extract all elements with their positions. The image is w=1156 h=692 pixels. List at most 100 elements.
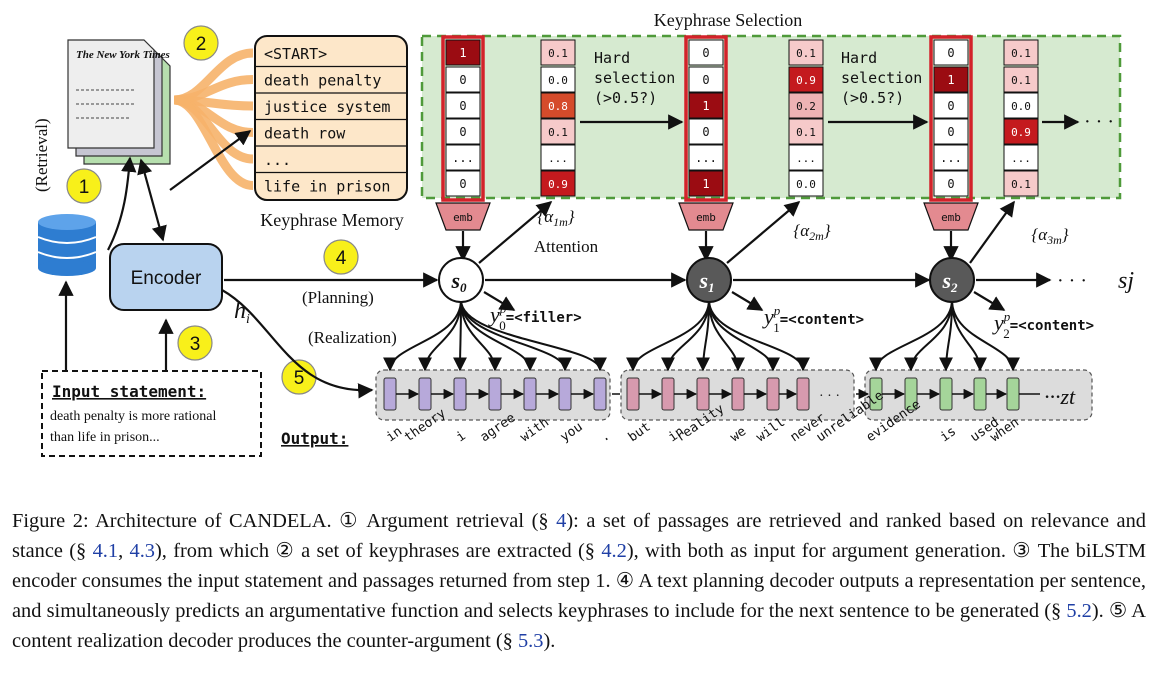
attention-value: ... xyxy=(548,152,568,165)
attention-value: 0.2 xyxy=(796,100,816,113)
selection-ellipsis: · · · xyxy=(1084,111,1114,133)
ref-section-4-1[interactable]: 4.1 xyxy=(92,540,119,562)
lstm-cell xyxy=(796,377,810,411)
selection-cell xyxy=(933,144,969,171)
selection-cell xyxy=(445,118,481,145)
selection-cell xyxy=(688,39,724,66)
step-badge-label: 3 xyxy=(190,334,201,355)
selection-value: 1 xyxy=(702,177,709,191)
selection-value: 0 xyxy=(947,177,954,191)
retrieval-label: (Retrieval) xyxy=(32,118,51,192)
attention-cell xyxy=(1003,92,1039,119)
keyphrase-memory-item: life in prison xyxy=(264,178,390,196)
lstm-cell xyxy=(593,377,607,411)
encoder-label: Encoder xyxy=(131,268,202,289)
step-badge-3 xyxy=(177,325,213,361)
output-word: i xyxy=(454,428,469,445)
lstm-cell xyxy=(939,377,953,411)
attention-cell xyxy=(540,170,576,197)
selection-value: 0 xyxy=(459,177,466,191)
keyphrase-memory-label: Keyphrase Memory xyxy=(260,210,403,230)
keyphrase-memory-item: justice system xyxy=(264,98,390,116)
selection-value: 0 xyxy=(459,73,466,87)
selection-cell xyxy=(933,39,969,66)
hard-selection-label: selection xyxy=(594,69,675,87)
selection-value: 0 xyxy=(702,46,709,60)
ref-section-4-3[interactable]: 4.3 xyxy=(129,540,156,562)
attention-value: 0.0 xyxy=(548,74,568,87)
emb-label: emb xyxy=(941,211,961,224)
attention-cell xyxy=(1003,39,1039,66)
hard-selection-label: (>0.5?) xyxy=(594,89,657,107)
selection-cell xyxy=(445,39,481,66)
decoder-ellipsis: · · · xyxy=(1057,270,1087,292)
selection-value: 0 xyxy=(702,125,709,139)
lstm-cell xyxy=(1006,377,1020,411)
lstm-cell xyxy=(558,377,572,411)
retrieved-passages-icon: The New York Times xyxy=(67,39,171,165)
ref-section-4[interactable]: 4 xyxy=(556,510,567,532)
emb-label: emb xyxy=(696,211,716,224)
ref-section-5-3[interactable]: 5.3 xyxy=(517,630,544,652)
lstm-cell xyxy=(383,377,397,411)
selection-cell xyxy=(445,170,481,197)
keyphrase-memory-item: ... xyxy=(264,151,291,169)
attention-value: 0.0 xyxy=(796,178,816,191)
selection-value: ... xyxy=(940,151,962,165)
selection-cell xyxy=(688,170,724,197)
input-statement-line2: than life in prison... xyxy=(50,430,160,445)
keyphrase-selection-title: Keyphrase Selection xyxy=(654,10,802,30)
realization-label: (Realization) xyxy=(308,328,397,347)
emb-label: emb xyxy=(453,211,473,224)
keyphrase-extraction-fan xyxy=(173,48,254,190)
lstm-cell xyxy=(418,377,432,411)
embedding-layer xyxy=(435,202,491,231)
selection-cell xyxy=(933,118,969,145)
selection-value: ... xyxy=(452,151,474,165)
selection-cell xyxy=(933,170,969,197)
output-word: but xyxy=(626,420,654,446)
selection-cell xyxy=(688,118,724,145)
attention-cell xyxy=(788,170,824,197)
lstm-cell xyxy=(731,377,745,411)
selection-value: 1 xyxy=(947,73,954,87)
embedding-layer xyxy=(678,202,734,231)
output-word: . xyxy=(598,428,613,445)
selection-value: 1 xyxy=(702,99,709,113)
step-badge-label: 4 xyxy=(336,248,347,269)
lstm-cell xyxy=(696,377,710,411)
architecture-figure: Keyphrase Selection The New York Times (… xyxy=(32,10,1134,457)
database-icon xyxy=(37,214,97,276)
ref-section-4-2[interactable]: 4.2 xyxy=(601,540,627,562)
attention-value: ... xyxy=(796,152,816,165)
attention-weights-label: {α2m} xyxy=(793,221,830,243)
output-word: in xyxy=(384,424,405,445)
hard-selection-label: Hard xyxy=(594,49,630,67)
attention-value: 0.9 xyxy=(796,74,816,87)
lstm-cell xyxy=(766,377,780,411)
attention-cell xyxy=(788,118,824,145)
planning-state-s0 xyxy=(438,257,484,303)
selection-cell xyxy=(445,66,481,93)
ref-section-5-2[interactable]: 5.2 xyxy=(1066,600,1092,622)
attention-value: 0.1 xyxy=(796,47,816,60)
selection-value: 0 xyxy=(459,99,466,113)
step-badge-label: 5 xyxy=(294,368,305,389)
lstm-cell xyxy=(523,377,537,411)
attention-value: 0.1 xyxy=(796,126,816,139)
selection-value: 0 xyxy=(947,46,954,60)
lstm-cell xyxy=(453,377,467,411)
planning-label: (Planning) xyxy=(302,288,374,307)
selection-value: 0 xyxy=(947,99,954,113)
hard-selection-label: selection xyxy=(841,69,922,87)
attention-value: 0.9 xyxy=(548,178,568,191)
attention-cell xyxy=(788,39,824,66)
attention-cell xyxy=(540,92,576,119)
attention-cell xyxy=(1003,144,1039,171)
step-badge-1 xyxy=(66,168,102,204)
keyphrase-memory-item: death penalty xyxy=(264,72,381,90)
output-word: is xyxy=(938,424,959,445)
attention-cell xyxy=(1003,118,1039,145)
